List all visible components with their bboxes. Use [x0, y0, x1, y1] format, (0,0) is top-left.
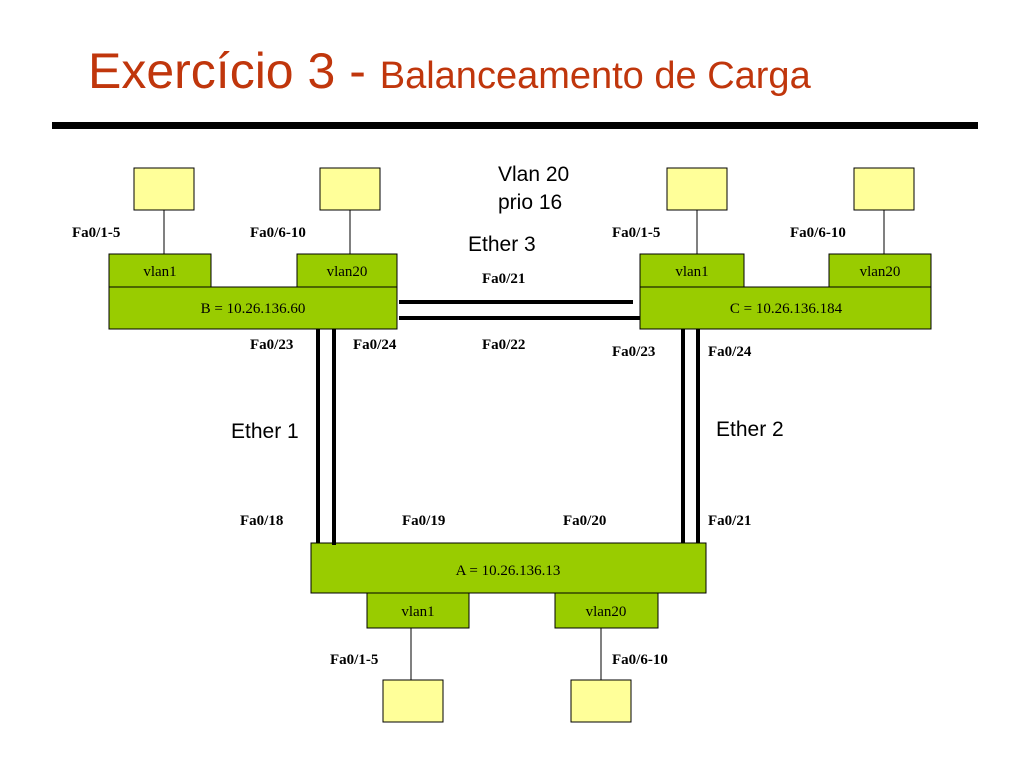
- switch-b: [108, 253, 398, 330]
- switch-c-body: [639, 286, 932, 330]
- port-label-a-fa0-6-10: Fa0/6-10: [612, 652, 668, 668]
- switch-c-label: C = 10.26.136.184: [730, 301, 843, 317]
- port-label-b-fa0-23: Fa0/23: [250, 337, 294, 353]
- port-label-a-fa0-19: Fa0/19: [402, 513, 446, 529]
- switch-c-vlan1: [639, 253, 745, 288]
- switch-b-body: [108, 286, 398, 330]
- title-rule: [52, 122, 978, 129]
- host-c-vlan20: [853, 167, 915, 211]
- switch-c-vlan1-label: vlan1: [675, 264, 708, 280]
- host-c-vlan1: [666, 167, 728, 211]
- vlan-priority-note: Vlan 20 prio 16: [498, 161, 569, 217]
- switch-a: [310, 542, 707, 629]
- switch-b-vlan20-label: vlan20: [327, 264, 368, 280]
- switch-c-vlan20-label: vlan20: [860, 264, 901, 280]
- page-title: Exercício 3 - Balanceamento de Carga: [88, 42, 811, 100]
- vlan-note-line1: Vlan 20: [498, 163, 570, 186]
- host-a-vlan20: [570, 679, 632, 723]
- port-label-b-fa0-1-5: Fa0/1-5: [72, 225, 121, 241]
- port-label-a-fa0-1-5: Fa0/1-5: [330, 652, 379, 668]
- port-label-c-fa0-23: Fa0/23: [612, 344, 656, 360]
- host-b-vlan20: [319, 167, 381, 211]
- switch-a-vlan1-label: vlan1: [401, 604, 434, 620]
- port-label-a-fa0-21: Fa0/21: [708, 513, 752, 529]
- switch-b-vlan20: [296, 253, 398, 288]
- host-connectors: [163, 210, 885, 680]
- switch-c-vlan20: [828, 253, 932, 288]
- title-sub: Balanceamento de Carga: [379, 55, 811, 97]
- hosts: [133, 167, 915, 723]
- port-label-b-fa0-24: Fa0/24: [353, 337, 397, 353]
- switch-a-label: A = 10.26.136.13: [456, 563, 561, 579]
- switch-a-vlan20-label: vlan20: [586, 604, 627, 620]
- port-label-c-fa0-24: Fa0/24: [708, 344, 752, 360]
- port-label-fa0-22: Fa0/22: [482, 337, 526, 353]
- port-label-fa0-21-top: Fa0/21: [482, 271, 526, 287]
- port-label-b-fa0-6-10: Fa0/6-10: [250, 225, 306, 241]
- switch-a-vlan20: [554, 592, 659, 629]
- ether2-label: Ether 2: [716, 418, 784, 441]
- port-label-c-fa0-6-10: Fa0/6-10: [790, 225, 846, 241]
- switch-b-label: B = 10.26.136.60: [201, 301, 306, 317]
- host-b-vlan1: [133, 167, 195, 211]
- port-label-c-fa0-1-5: Fa0/1-5: [612, 225, 661, 241]
- port-label-a-fa0-20: Fa0/20: [563, 513, 607, 529]
- ether1-label: Ether 1: [231, 420, 299, 443]
- vlan-note-line2: prio 16: [498, 191, 563, 214]
- ether3-label: Ether 3: [468, 233, 536, 256]
- port-label-a-fa0-18: Fa0/18: [240, 513, 284, 529]
- title-main: Exercício 3 -: [88, 43, 380, 99]
- switch-b-vlan1: [108, 253, 212, 288]
- switch-a-body: [310, 542, 707, 594]
- host-a-vlan1: [382, 679, 444, 723]
- switch-a-vlan1: [366, 592, 470, 629]
- switch-c: [639, 253, 932, 330]
- switch-b-vlan1-label: vlan1: [143, 264, 176, 280]
- trunk-links: [316, 300, 700, 545]
